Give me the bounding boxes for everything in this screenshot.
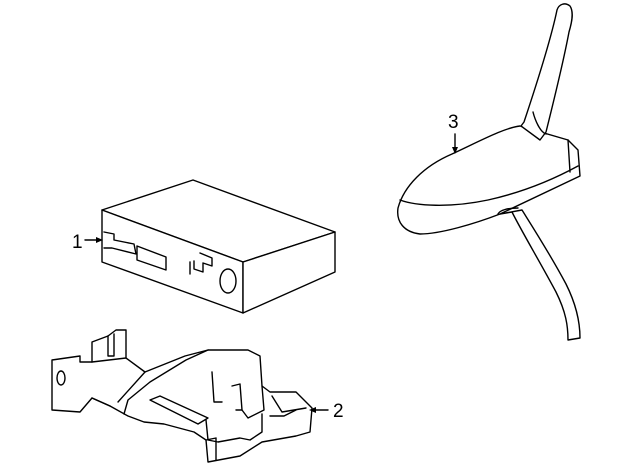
callout-1: 1 [72,232,103,253]
callout-2: 2 [309,401,344,422]
callout-3: 3 [448,112,459,154]
callout-3-label: 3 [448,112,459,133]
callout-2-label: 2 [333,401,344,422]
control-module [101,179,336,314]
callout-1-label: 1 [72,232,83,253]
roof-antenna [397,3,581,341]
mounting-bracket [51,329,313,463]
